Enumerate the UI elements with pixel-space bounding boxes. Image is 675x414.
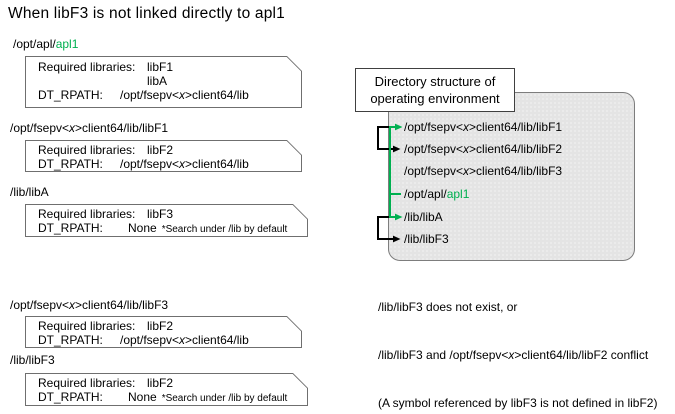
rpath-value: /opt/fsepv<x>client64/lib [120, 157, 249, 171]
rpath-line: DT_RPATH: /opt/fsepv<x>client64/lib [38, 157, 302, 171]
path-highlight-apl1: apl1 [446, 187, 470, 201]
path-label-apl1: /opt/apl/apl1 [13, 37, 78, 51]
env-row-apl1: /opt/apl/apl1 [404, 187, 469, 201]
rpath-label: DT_RPATH: [38, 88, 103, 102]
card-fill [26, 317, 301, 347]
rpath-line: DT_RPATH: None *Search under /lib by defau… [38, 221, 308, 235]
rpath-value: /opt/fsepv<x>client64/lib [120, 88, 249, 102]
path-prefix: /opt/apl/ [404, 187, 447, 201]
required-value: libF1 [147, 60, 174, 74]
required-line: Required libraries: libF2 [38, 376, 308, 390]
path-prefix: /opt/apl/ [13, 37, 56, 51]
arrowhead [393, 145, 401, 153]
rpath-label: DT_RPATH: [38, 221, 103, 235]
conflict-note-line: /lib/libF3 and /opt/fsepv<x>client64/lib… [378, 348, 649, 362]
env-row-libF1: /opt/fsepv<x>client64/lib/libF1 [404, 120, 563, 134]
rpath-note: *Search under /lib by default [161, 393, 288, 404]
rpath-label: DT_RPATH: [38, 157, 103, 171]
rpath-value: None [128, 390, 157, 404]
rpath-line: DT_RPATH: /opt/fsepv<x>client64/lib [38, 333, 302, 347]
required-value: libF2 [147, 376, 174, 390]
required-label: Required libraries: [38, 319, 136, 333]
required-line2: libA [38, 74, 302, 88]
rpath-value: None [128, 221, 157, 235]
rpath-line: DT_RPATH: None *Search under /lib by defau… [38, 390, 308, 404]
arrow-libF1-to-libF2 [377, 126, 401, 153]
required-line: Required libraries: libF3 [38, 207, 308, 221]
required-line: Required libraries: libF2 [38, 319, 302, 333]
required-label: Required libraries: [38, 60, 136, 74]
path-label-libF1: /opt/fsepv<x>client64/lib/libF1 [10, 121, 169, 135]
env-row-libF3: /opt/fsepv<x>client64/lib/libF3 [404, 164, 563, 178]
conflict-note: /lib/libF3 does not exist, or /lib/libF3… [378, 267, 657, 414]
required-value: libF2 [147, 319, 174, 333]
env-row-libF3-lib: /lib/libF3 [404, 232, 449, 246]
required-label: Required libraries: [38, 143, 136, 157]
required-value: libF2 [147, 143, 174, 157]
path-label-libF3-lib: /lib/libF3 [10, 353, 55, 367]
required-line: Required libraries: libF2 [38, 143, 302, 157]
rpath-value: /opt/fsepv<x>client64/lib [120, 333, 249, 347]
env-directory-panel [388, 92, 635, 261]
path-label-libF3-client: /opt/fsepv<x>client64/lib/libF3 [10, 298, 169, 312]
required-value: libF3 [147, 207, 174, 221]
rpath-label: DT_RPATH: [38, 333, 103, 347]
arrow-libA-to-libF3 [377, 216, 401, 243]
required-label: Required libraries: [38, 376, 136, 390]
required-value: libA [147, 74, 168, 88]
conflict-note-line: (A symbol referenced by libF3 is not def… [378, 396, 658, 410]
env-row-libF2: /opt/fsepv<x>client64/lib/libF2 [404, 142, 563, 156]
dependency-arrows [377, 123, 403, 243]
rpath-line: DT_RPATH: /opt/fsepv<x>client64/lib [38, 88, 302, 102]
path-label-libA: /lib/libA [10, 185, 49, 199]
card-fill [26, 57, 301, 107]
page-title: When libF3 is not linked directly to apl… [8, 5, 285, 22]
arrow-apl1-to-libF1-and-libA [389, 123, 403, 221]
card-libF3-lib: Required libraries: libF2 DT_RPATH: None *S… [25, 373, 308, 406]
rpath-note: *Search under /lib by default [161, 224, 288, 235]
conflict-note-line: /lib/libF3 does not exist, or [378, 300, 518, 314]
path-highlight-apl1: apl1 [55, 37, 79, 51]
card-fill [26, 141, 301, 171]
required-line: Required libraries: libF1 [38, 60, 302, 74]
card-libF3-client: Required libraries: libF2 DT_RPATH: /opt/f… [25, 316, 302, 348]
required-label: Required libraries: [38, 207, 136, 221]
card-fill [26, 374, 307, 405]
arrowhead [395, 123, 403, 131]
arrowhead [395, 213, 403, 221]
arrowhead [393, 235, 401, 243]
rpath-label: DT_RPATH: [38, 390, 103, 404]
card-apl1: Required libraries: libF1 libA DT_RPATH: /… [25, 56, 302, 108]
env-row-libA: /lib/libA [404, 210, 443, 224]
card-fill [26, 205, 307, 236]
env-callout-label: Directory structure of operating environ… [355, 68, 515, 112]
card-libF1: Required libraries: libF2 DT_RPATH: /opt/f… [25, 140, 302, 172]
card-libA: Required libraries: libF3 DT_RPATH: None *S… [25, 204, 308, 237]
